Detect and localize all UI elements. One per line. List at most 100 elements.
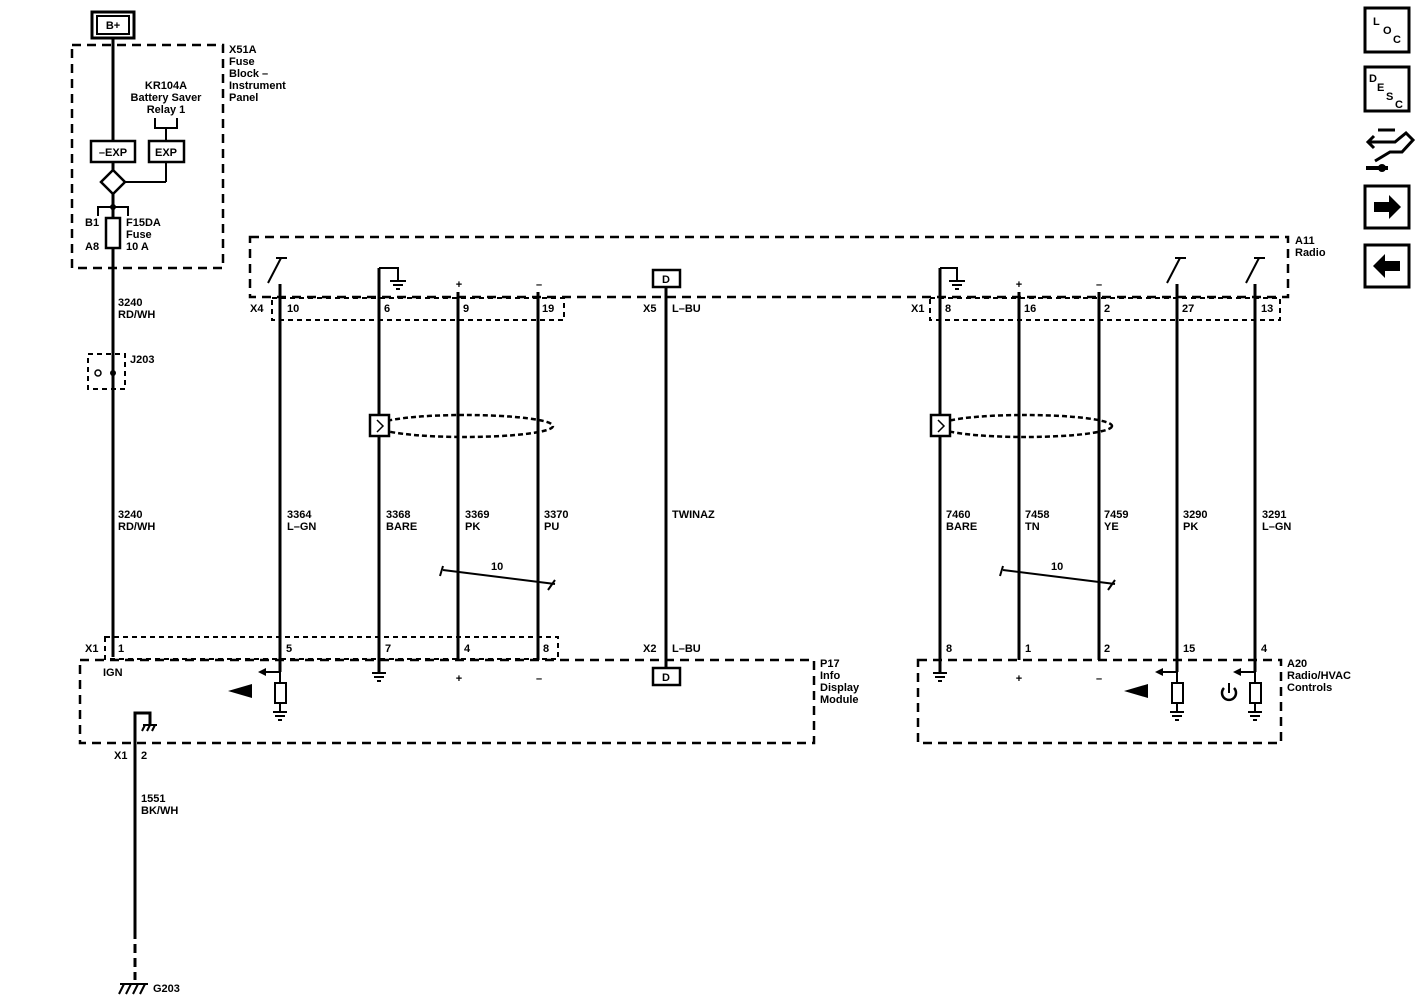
svg-text:Fuse: Fuse (126, 229, 152, 241)
radio-plus-left: + (456, 279, 462, 291)
wire-7459-color: YE (1104, 521, 1119, 533)
radio-x4-pin-6: 6 (384, 303, 390, 315)
svg-text:10 A: 10 A (126, 241, 149, 253)
wire-7458-circuit: 7458 (1025, 509, 1049, 521)
info-display-pin-1: 1 (118, 643, 124, 655)
svg-text:A20: A20 (1287, 658, 1307, 670)
svg-text:E: E (1377, 82, 1384, 94)
connector-icon[interactable] (1365, 128, 1416, 172)
wire-3369-circuit: 3369 (465, 509, 489, 521)
feed-wire-circuit-mid: 3240 (118, 509, 142, 521)
ground-connector-label: X1 (114, 750, 127, 762)
svg-text:Radio: Radio (1295, 247, 1326, 259)
radio-switch-symbol-27 (1166, 257, 1186, 284)
radio-x4-pin-10: 10 (287, 303, 299, 315)
hvac-pin-4: 4 (1261, 643, 1268, 655)
feed-wire-circuit: 3240 (118, 297, 142, 309)
svg-text:Block –: Block – (229, 68, 268, 80)
svg-text:O: O (1383, 25, 1392, 37)
svg-text:Fuse: Fuse (229, 56, 255, 68)
fuse-block-boundary (70, 43, 225, 270)
back-arrow-button[interactable] (1363, 243, 1411, 289)
info-display-pin-5: 5 (286, 643, 292, 655)
radio-minus-right: – (1096, 279, 1102, 291)
info-display-x1-label: X1 (85, 643, 98, 655)
svg-text:P17: P17 (820, 658, 840, 670)
description-button[interactable]: D E S C (1363, 65, 1411, 113)
svg-text:Module: Module (820, 694, 859, 706)
info-display-ground-7 (372, 672, 386, 682)
info-display-label: P17 Info Display Module (820, 658, 860, 706)
wire-3369-color: PK (465, 521, 480, 533)
svg-text:Display: Display (820, 682, 860, 694)
svg-text:D: D (1369, 73, 1377, 85)
location-button[interactable]: L O C (1363, 6, 1411, 54)
wire-7458-color: TN (1025, 521, 1040, 533)
radio-ground-symbol-right (940, 267, 965, 290)
info-display-d-box: D (651, 666, 682, 687)
chassis-ground-symbol (141, 724, 157, 732)
info-display-pin-7: 7 (385, 643, 391, 655)
radio-x4-pin-19: 19 (542, 303, 554, 315)
radio-switch-symbol (267, 257, 287, 284)
ground-wire-color: BK/WH (141, 805, 178, 817)
svg-text:Relay 1: Relay 1 (147, 104, 186, 116)
svg-text:F15DA: F15DA (126, 217, 161, 229)
hvac-pin-2: 2 (1104, 643, 1110, 655)
hvac-plus: + (1016, 673, 1022, 685)
ground-g203-symbol: G203 (118, 983, 180, 995)
radio-boundary (248, 235, 1290, 299)
battery-positive: B+ (90, 10, 136, 40)
wire-3368-color: BARE (386, 521, 417, 533)
info-display-x2-label: X2 (643, 643, 656, 655)
info-display-boundary (78, 658, 816, 745)
svg-text:EXP: EXP (155, 147, 177, 159)
wire-3370-color: PU (544, 521, 559, 533)
ign-label: IGN (103, 667, 123, 679)
hvac-pin-1: 1 (1025, 643, 1031, 655)
svg-text:L: L (1373, 16, 1380, 28)
radio-x4-connector (271, 297, 565, 321)
info-display-x1-connector (104, 636, 559, 660)
radio-x4-label: X4 (250, 303, 264, 315)
wire-3291-circuit: 3291 (1262, 509, 1286, 521)
feed-wire-color: RD/WH (118, 309, 155, 321)
radio-x1-label: X1 (911, 303, 924, 315)
svg-text:Controls: Controls (1287, 682, 1332, 694)
svg-text:10: 10 (491, 561, 503, 573)
svg-text:C: C (1395, 99, 1403, 111)
radio-switch-symbol-13 (1245, 257, 1265, 284)
hvac-ground-8 (933, 672, 947, 682)
ground-pin-label: 2 (141, 750, 147, 762)
svg-text:G203: G203 (153, 983, 180, 995)
radio-label: A11 Radio (1295, 235, 1326, 259)
hvac-controls-boundary (916, 658, 1283, 745)
forward-arrow-button[interactable] (1363, 184, 1411, 230)
wire-3291-color: L–GN (1262, 521, 1291, 533)
radio-d-box: D (651, 268, 682, 289)
wire-3368-circuit: 3368 (386, 509, 410, 521)
fuse-label: F15DA Fuse 10 A (126, 217, 161, 253)
exp-box: EXP (147, 139, 186, 164)
bplus-label: B+ (106, 20, 120, 32)
radio-x5-label: X5 (643, 303, 656, 315)
svg-text:J203: J203 (130, 354, 154, 366)
svg-text:D: D (662, 274, 670, 286)
radio-plus-right: + (1016, 279, 1022, 291)
svg-text:X51A: X51A (229, 44, 257, 56)
relay-diamond (99, 168, 127, 196)
info-display-plus: + (456, 673, 462, 685)
fuse-block-label: X51A Fuse Block – Instrument Panel (229, 44, 286, 104)
wire-3290-circuit: 3290 (1183, 509, 1207, 521)
hvac-pin-8: 8 (946, 643, 952, 655)
svg-text:KR104A: KR104A (145, 80, 187, 92)
svg-text:Instrument: Instrument (229, 80, 286, 92)
fuse-symbol (104, 216, 122, 250)
info-display-minus: – (536, 673, 542, 685)
wire-3370-circuit: 3370 (544, 509, 568, 521)
wire-3364-color: L–GN (287, 521, 316, 533)
wire-7460-color: BARE (946, 521, 977, 533)
feed-wire-color-mid: RD/WH (118, 521, 155, 533)
svg-text:C: C (1393, 34, 1401, 46)
